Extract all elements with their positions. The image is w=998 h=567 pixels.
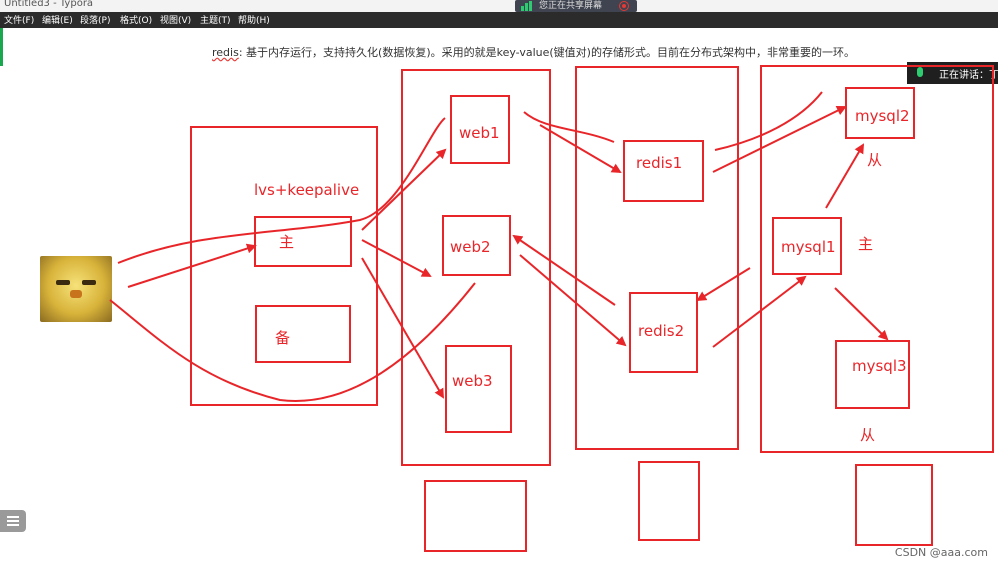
menu-view[interactable]: 视图(V)	[160, 16, 192, 26]
arrow-redis2-to-mysql1	[712, 275, 807, 348]
arrow-mysql1-to-mysql3	[834, 287, 889, 341]
window-title: Untitled3 - Typora	[4, 0, 94, 9]
menu-paragraph[interactable]: 段落(P)	[80, 16, 111, 26]
arrow-master-to-web2	[361, 239, 432, 277]
screen-share-bar: 您正在共享屏幕	[515, 0, 637, 12]
paragraph[interactable]: redis: 基于内存运行，支持持久化(数据恢复)。采用的就是key-value…	[212, 44, 855, 60]
avatar-eye-right	[82, 280, 96, 285]
node-web1-box	[450, 95, 510, 164]
arrow-avatar-to-master	[127, 243, 257, 288]
menu-help[interactable]: 帮助(H)	[238, 16, 270, 26]
node-redis2-box	[629, 292, 698, 373]
menu-format[interactable]: 格式(O)	[120, 16, 153, 26]
node-master-box	[254, 216, 352, 267]
speaking-text: 正在讲话：丁	[939, 70, 998, 81]
outline-icon	[7, 516, 19, 518]
avatar-beak	[70, 290, 82, 298]
title-bar: Untitled3 - Typora	[0, 0, 998, 12]
arrow-mysql1-to-mysql2	[825, 143, 865, 209]
node-master-label: 主	[279, 233, 295, 251]
redis-group-box	[575, 66, 739, 450]
empty-box-3	[855, 464, 933, 546]
menu-bar: 文件(F) 编辑(E) 段落(P) 格式(O) 视图(V) 主题(T) 帮助(H…	[0, 12, 998, 28]
node-web3-label: web3	[452, 372, 493, 390]
arrow-redis1-to-mysql2	[712, 106, 847, 173]
curve-avatar-to-web1	[117, 117, 446, 264]
web-group-box	[401, 69, 551, 466]
curve-web1-to-redis1	[523, 111, 615, 143]
menu-edit[interactable]: 编辑(E)	[42, 16, 73, 26]
node-redis1-box	[623, 140, 704, 202]
menu-file[interactable]: 文件(F)	[4, 16, 35, 26]
empty-box-1	[424, 480, 527, 552]
empty-box-2	[638, 461, 700, 541]
node-redis1-label: redis1	[636, 154, 683, 172]
node-backup-label: 备	[275, 329, 291, 347]
node-mysql3-box	[835, 340, 910, 409]
avatar-eye-left	[56, 280, 70, 285]
screen-share-text: 您正在共享屏幕	[539, 1, 603, 11]
curve-redis1-to-mysql2	[714, 91, 823, 151]
mysql-group-box	[760, 65, 994, 453]
arrow-master-to-web1	[361, 148, 447, 231]
mic-icon	[917, 67, 923, 77]
keyword-redis: redis	[212, 46, 239, 59]
node-mysql3-label: mysql3	[852, 357, 907, 375]
outline-toggle-button[interactable]	[0, 510, 26, 532]
node-mysql1-label: mysql1	[781, 238, 836, 256]
speaking-indicator: 正在讲话：丁	[907, 62, 998, 84]
outline-icon-line	[7, 524, 19, 526]
chick-avatar	[40, 256, 112, 322]
node-web2-label: web2	[450, 238, 491, 256]
node-redis2-label: redis2	[638, 322, 685, 340]
left-accent-bar	[0, 28, 3, 66]
node-web2-box	[442, 215, 511, 276]
watermark: CSDN @aaa.com	[894, 546, 988, 559]
lb-label: lvs+keepalive	[254, 181, 360, 199]
node-web1-label: web1	[459, 124, 500, 142]
slave-label-1: 从	[867, 151, 883, 169]
outline-icon-line	[7, 520, 19, 522]
arrow-master-to-web3	[361, 257, 445, 399]
arrow-mysql1-to-redis2	[696, 267, 751, 302]
signal-icon	[521, 1, 532, 11]
curve-avatar-to-web2	[109, 282, 476, 402]
node-backup-box	[255, 305, 351, 363]
slave-label-2: 从	[860, 426, 876, 444]
paragraph-text: : 基于内存运行，支持持久化(数据恢复)。采用的就是key-value(键值对)…	[238, 46, 855, 59]
master-label-db: 主	[858, 235, 874, 253]
arrow-redis2-to-web2	[512, 234, 616, 306]
node-mysql2-label: mysql2	[855, 107, 910, 125]
arrow-web1-to-redis1	[539, 124, 622, 174]
node-mysql1-box	[772, 217, 842, 275]
menu-theme[interactable]: 主题(T)	[200, 16, 231, 26]
node-web3-box	[445, 345, 512, 433]
stop-share-icon[interactable]	[619, 1, 629, 11]
arrow-web2-to-redis2	[519, 254, 627, 347]
